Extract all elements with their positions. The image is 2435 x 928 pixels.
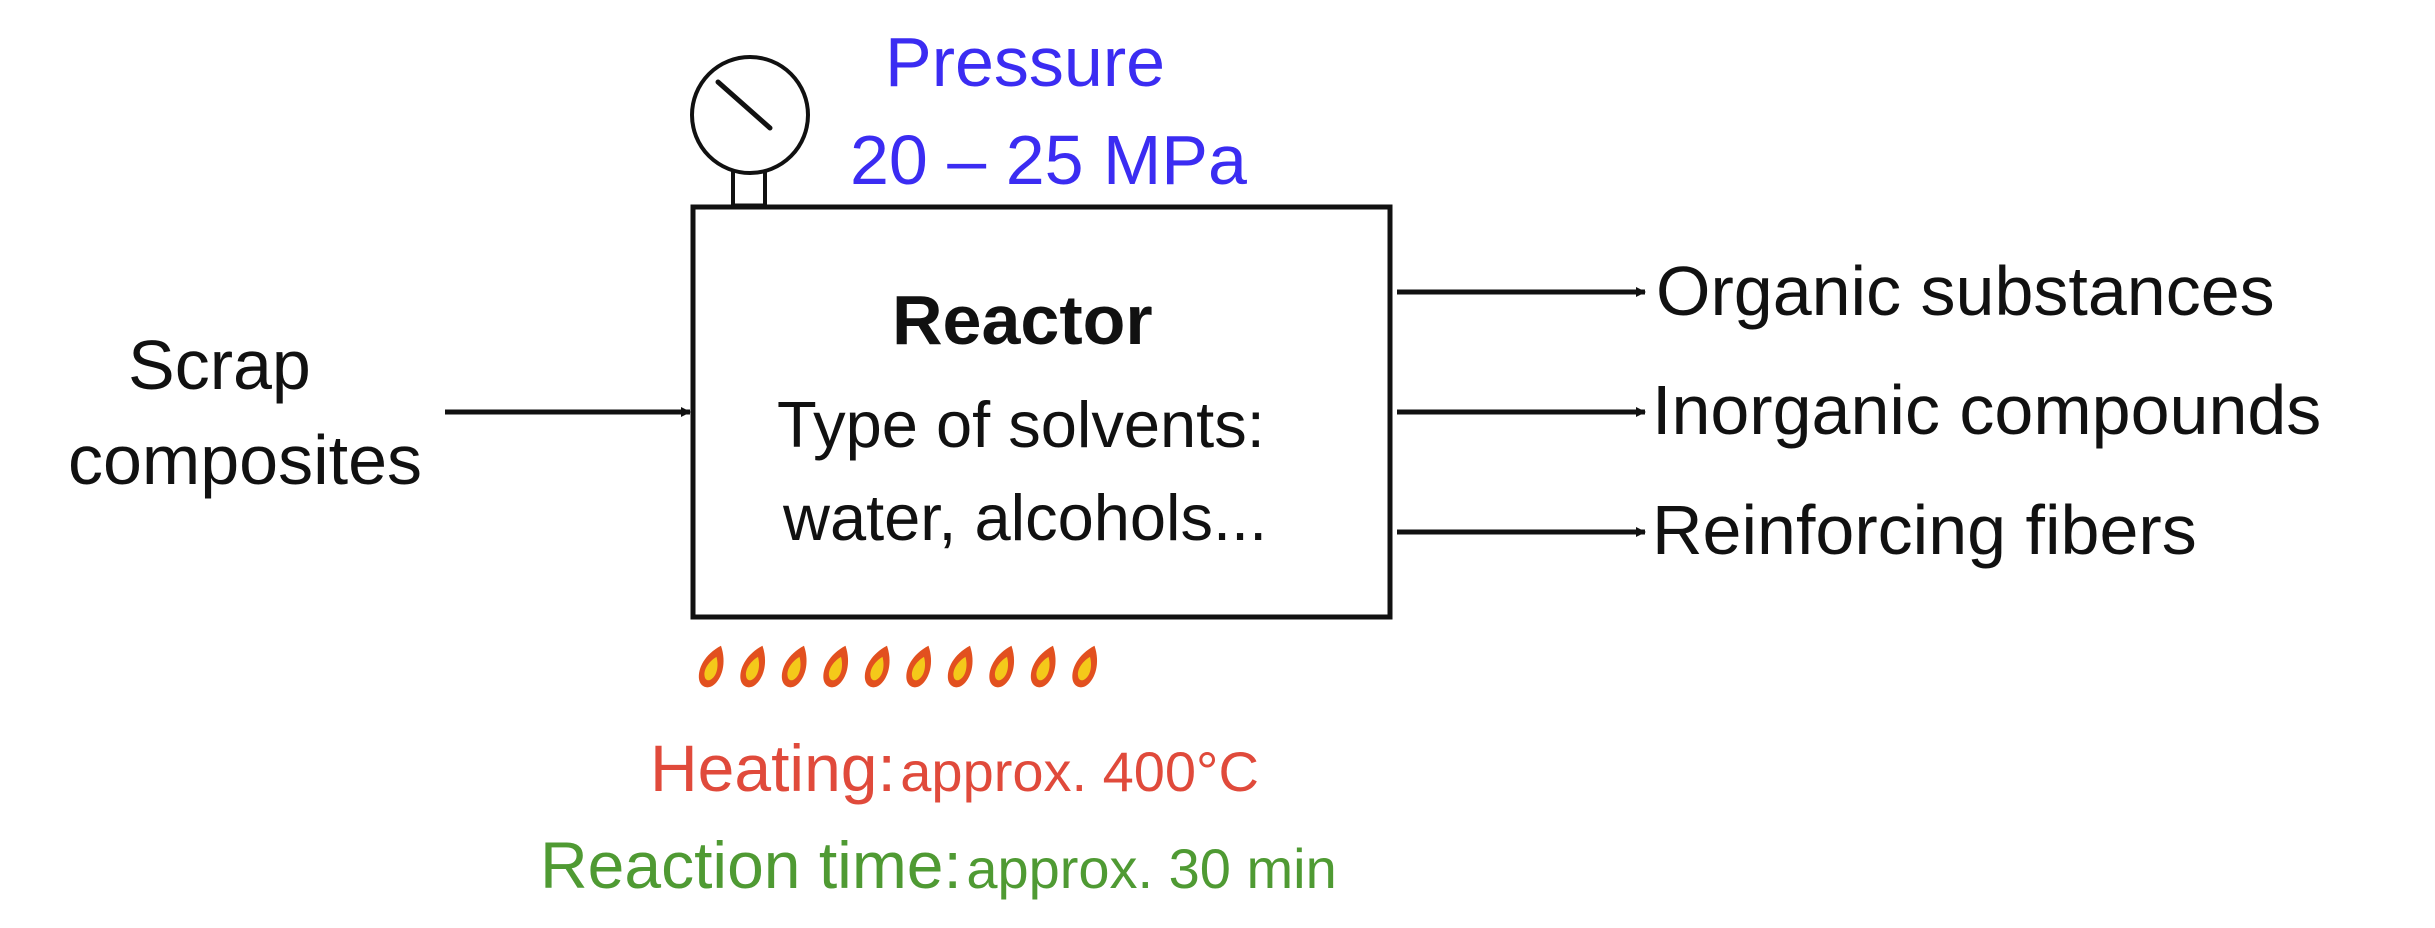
reactor-title: Reactor (892, 281, 1153, 359)
flame-icon (698, 645, 724, 688)
reactor-solvents-list: water, alcohols... (783, 481, 1268, 554)
input-label-line1: Scrap (128, 326, 311, 404)
output-label-inorganic: Inorganic compounds (1652, 371, 2322, 449)
reaction-time-value: approx. 30 min (966, 837, 1337, 900)
flame-icon (947, 645, 973, 688)
flames-row (698, 645, 1097, 688)
flame-icon (1072, 645, 1097, 688)
flame-icon (740, 645, 765, 688)
heating-value: approx. 400°C (900, 740, 1259, 803)
pressure-value: 20 – 25 MPa (850, 121, 1247, 199)
flame-icon (781, 645, 807, 688)
output-label-fibers: Reinforcing fibers (1652, 491, 2197, 569)
pressure-label: Pressure (885, 23, 1166, 101)
flame-icon (989, 645, 1014, 688)
pressure-gauge-icon (690, 55, 810, 210)
reaction-time-annotation: Reaction time: approx. 30 min (540, 832, 1337, 898)
reaction-time-label: Reaction time: (540, 828, 962, 902)
flame-icon (906, 645, 931, 688)
flame-icon (823, 645, 848, 688)
reactor-solvents-label: Type of solvents: (777, 388, 1265, 461)
output-label-organic: Organic substances (1656, 252, 2275, 330)
input-label-line2: composites (68, 421, 423, 499)
flame-icon (1030, 645, 1056, 688)
flame-icon (864, 645, 890, 688)
reactor-box (690, 204, 1393, 620)
heating-label: Heating: (650, 731, 896, 805)
heating-annotation: Heating: approx. 400°C (650, 735, 1259, 801)
